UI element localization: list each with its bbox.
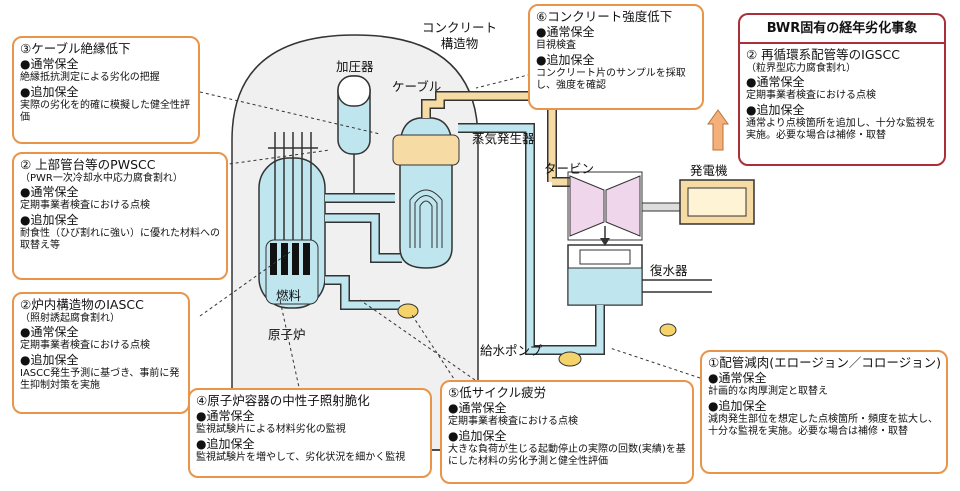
normal-maintenance-heading: ●通常保全 <box>708 371 767 385</box>
normal-maintenance-heading: ●通常保全 <box>20 57 79 71</box>
label-turbine: タービン <box>544 161 595 176</box>
callout-low-cycle-fatigue: ⑤低サイクル疲労 ●通常保全 定期事業者検査における点検 ●追加保全 大きな負荷… <box>440 380 694 484</box>
label-pressurizer: 加圧器 <box>336 59 374 74</box>
label-reactor: 原子炉 <box>268 327 306 342</box>
normal-maintenance-text: 定期事業者検査における点検 <box>20 340 150 351</box>
turbine <box>569 175 605 237</box>
normal-maintenance-text: 絶縁抵抗測定による劣化の把握 <box>20 72 160 83</box>
callout-title: ②炉内構造物のIASCC <box>20 297 144 312</box>
additional-maintenance-text: コンクリート片のサンプルを採取し、強度を確認 <box>536 67 686 92</box>
normal-maintenance-text: 定期事業者検査における点検 <box>746 90 876 101</box>
callout-iascc: ②炉内構造物のIASCC （照射誘起腐食割れ） ●通常保全 定期事業者検査におけ… <box>12 292 190 414</box>
callout-pipe-wall-thinning: ①配管減肉(エロージョン／コロージョン) ●通常保全 計画的な肉厚測定と取替え … <box>700 350 948 474</box>
normal-maintenance-text: 監視試験片による材料劣化の監視 <box>196 424 346 435</box>
additional-maintenance-heading: ●追加保全 <box>746 102 805 117</box>
additional-maintenance-heading: ●追加保全 <box>536 52 595 67</box>
normal-maintenance-text: 計画的な肉厚測定と取替え <box>708 386 828 397</box>
callout-title: ③ケーブル絶縁低下 <box>20 41 131 56</box>
normal-maintenance-heading: ●通常保全 <box>196 409 255 423</box>
label-condenser: 復水器 <box>650 263 688 278</box>
label-concrete-structure: コンクリート 構造物 <box>422 20 498 51</box>
label-cable: ケーブル <box>392 79 442 94</box>
additional-maintenance-heading: ●追加保全 <box>20 352 79 367</box>
callout-pwscc: ② 上部管台等のPWSCC （PWR一次冷却水中応力腐食割れ） ●通常保全 定期… <box>12 152 228 280</box>
additional-maintenance-text: 減肉発生部位を想定した点検箇所・頻度を拡大し、十分な監視を実施。必要な場合は補修… <box>708 413 938 438</box>
normal-maintenance-heading: ●通常保全 <box>448 401 507 415</box>
callout-subtitle: （粒界型応力腐食割れ） <box>746 63 856 74</box>
additional-maintenance-heading: ●追加保全 <box>196 436 255 451</box>
callout-title: ② 上部管台等のPWSCC <box>20 157 156 172</box>
normal-maintenance-heading: ●通常保全 <box>20 325 79 339</box>
additional-maintenance-text: 耐食性（ひび割れに強い）に優れた材料への取替え等 <box>20 227 220 252</box>
callout-title: ⑥コンクリート強度低下 <box>536 9 673 24</box>
callout-bwr-igscc: ② 再循環系配管等のIGSCC （粒界型応力腐食割れ） ●通常保全 定期事業者検… <box>738 42 946 166</box>
label-fuel: 燃料 <box>276 288 302 303</box>
additional-maintenance-text: 実際の劣化を的確に模擬した健全性評価 <box>20 99 190 124</box>
callout-title: ①配管減肉(エロージョン／コロージョン) <box>708 355 941 370</box>
callout-subtitle: （PWR一次冷却水中応力腐食割れ） <box>20 173 183 184</box>
control-rods <box>274 132 312 240</box>
callout-neutron-embrittlement: ④原子炉容器の中性子照射脆化 ●通常保全 監視試験片による材料劣化の監視 ●追加… <box>188 388 432 478</box>
additional-maintenance-text: 監視試験片を増やして、劣化状況を細かく監視 <box>196 451 406 463</box>
primary-pump <box>397 303 419 319</box>
additional-maintenance-heading: ●追加保全 <box>448 428 507 443</box>
callout-title: ④原子炉容器の中性子照射脆化 <box>196 393 370 408</box>
additional-maintenance-heading: ●追加保全 <box>708 398 767 413</box>
callout-subtitle: （照射誘起腐食割れ） <box>20 313 120 324</box>
additional-maintenance-text: 大きな負荷が生じる起動停止の実際の回数(実績)を基にした材料の劣化予測と健全性評… <box>448 443 686 468</box>
label-generator: 発電機 <box>690 163 728 178</box>
additional-maintenance-text: IASCC発生予測に基づき、事前に発生抑制対策を実施 <box>20 367 180 392</box>
normal-maintenance-text: 目視検査 <box>536 40 576 51</box>
normal-maintenance-heading: ●通常保全 <box>20 185 79 199</box>
normal-maintenance-text: 定期事業者検査における点検 <box>448 416 578 427</box>
normal-maintenance-text: 定期事業者検査における点検 <box>20 200 150 211</box>
normal-maintenance-heading: ●通常保全 <box>536 25 595 39</box>
callout-cable-insulation: ③ケーブル絶縁低下 ●通常保全 絶縁抵抗測定による劣化の把握 ●追加保全 実際の… <box>12 36 200 144</box>
label-feedwater-pump: 給水ポンプ <box>480 343 543 358</box>
additional-maintenance-text: 通常より点検箇所を追加し、十分な監視を実施。必要な場合は補修・取替 <box>746 117 936 142</box>
callout-title: ⑤低サイクル疲労 <box>448 385 547 400</box>
normal-maintenance-heading: ●通常保全 <box>746 75 805 89</box>
feedwater-pump <box>558 351 582 367</box>
power-arrow <box>707 109 729 151</box>
fuel-assemblies <box>270 243 310 275</box>
bwr-header: BWR固有の経年劣化事象 <box>738 13 946 43</box>
callout-title: ② 再循環系配管等のIGSCC <box>746 47 900 62</box>
additional-maintenance-heading: ●追加保全 <box>20 84 79 99</box>
label-steam-generator: 蒸気発生器 <box>472 131 535 146</box>
additional-maintenance-heading: ●追加保全 <box>20 212 79 227</box>
callout-concrete-strength: ⑥コンクリート強度低下 ●通常保全 目視検査 ●追加保全 コンクリート片のサンプ… <box>528 4 704 110</box>
